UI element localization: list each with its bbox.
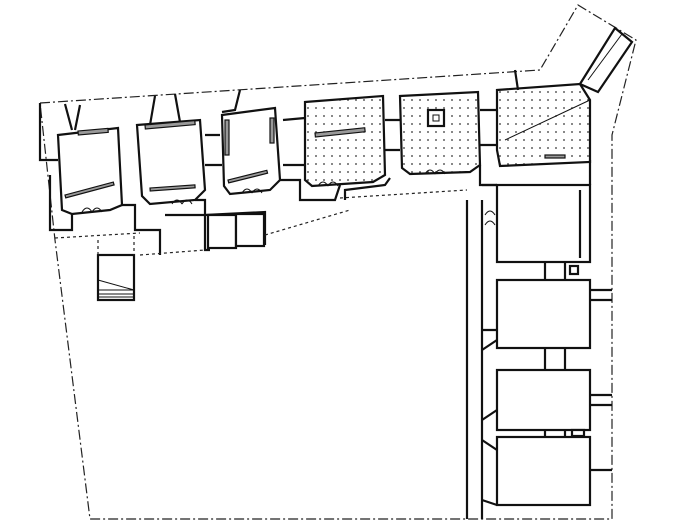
- top-annexes: [38, 69, 520, 256]
- room-8: [495, 278, 592, 350]
- room-4: [303, 94, 387, 188]
- room-10: [495, 435, 592, 507]
- room-2: [135, 118, 207, 206]
- room-6: [495, 82, 592, 168]
- room-5: [398, 90, 482, 176]
- room-1: [56, 126, 124, 216]
- site-boundary: [39, 4, 637, 520]
- stair: [96, 236, 136, 302]
- room-7: [495, 183, 592, 264]
- top-row-rooms: [56, 106, 282, 216]
- right-wing: [465, 160, 612, 519]
- room-9: [495, 368, 592, 432]
- dotted-rooms: [303, 26, 634, 188]
